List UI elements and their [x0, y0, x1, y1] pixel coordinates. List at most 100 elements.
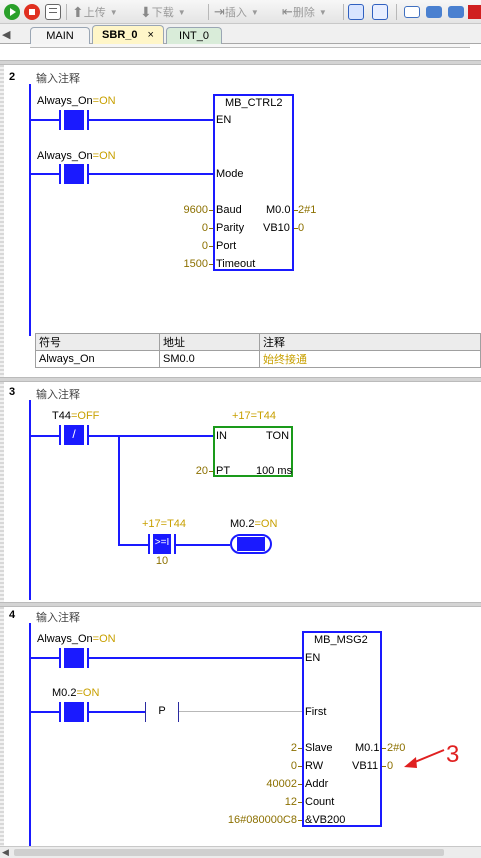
upload-icon: ⬆ — [72, 3, 84, 20]
ladder-editor[interactable]: 2 输入注释 Always_On=ON Always_On=ON MB_CTRL… — [0, 44, 481, 846]
mb-msg2-block[interactable] — [302, 631, 382, 827]
baud-value[interactable]: 9600 — [183, 204, 208, 216]
pin-baud: Baud — [216, 204, 242, 216]
pin-addr: Addr — [305, 778, 329, 790]
network-view-icon[interactable] — [348, 3, 364, 21]
close-icon[interactable]: × — [147, 29, 154, 41]
scrollbar-thumb[interactable] — [14, 849, 444, 856]
network-number: 2 — [9, 71, 16, 83]
pin-first: First — [305, 706, 327, 718]
network-number: 3 — [9, 386, 16, 398]
contact-always-on[interactable] — [59, 648, 89, 668]
contact-label: Always_On=ON — [37, 95, 116, 107]
pin-parity: Parity — [216, 222, 245, 234]
insert-icon: ⇥ — [214, 4, 225, 19]
contact-always-on[interactable] — [59, 164, 89, 184]
insert-button[interactable]: ⇥ 插入 ▼ — [214, 3, 259, 21]
ton-timer-block[interactable] — [213, 426, 293, 477]
tab-int0[interactable]: INT_0 — [166, 27, 222, 44]
insert-label: 插入 — [224, 7, 247, 19]
pin-rw: RW — [305, 760, 324, 772]
rw-value[interactable]: 0 — [290, 760, 297, 772]
timer-resolution: 100 ms — [256, 465, 293, 477]
contact-label: M0.2=ON — [52, 687, 100, 699]
toolbar: ⬆ 上传 ▼ ⬇ 下载 ▼ ⇥ 插入 ▼ ⇤ 删除 ▼ — [0, 0, 481, 24]
delete-label: 删除 — [292, 7, 315, 19]
tab-sbr0[interactable]: SBR_0 × — [92, 25, 164, 44]
pin-pt: PT — [216, 465, 231, 477]
pin-en: EN — [305, 652, 321, 664]
count-value[interactable]: 12 — [284, 796, 297, 808]
annotation-number: 3 — [446, 741, 460, 768]
contact-t44-nc[interactable]: / — [59, 425, 89, 445]
m01-value[interactable]: 2#0 — [387, 742, 406, 754]
download-button[interactable]: ⬇ 下载 ▼ — [140, 3, 186, 21]
contact-always-on[interactable] — [59, 110, 89, 130]
next-bookmark-icon[interactable] — [448, 3, 464, 21]
addr-value[interactable]: 40002 — [266, 778, 297, 790]
tab-label: INT_0 — [179, 30, 209, 42]
tab-bar: ◀ MAIN SBR_0 × INT_0 — [0, 24, 481, 44]
pin-vb11: VB11 — [352, 760, 379, 772]
contact-m02[interactable] — [59, 702, 89, 722]
delete-button[interactable]: ⇤ 删除 ▼ — [282, 3, 327, 21]
stop-icon[interactable] — [24, 3, 40, 21]
compile-icon[interactable] — [45, 3, 61, 21]
bookmark-icon[interactable] — [404, 3, 420, 21]
block-title: MB_CTRL2 — [225, 97, 283, 109]
pin-in: IN — [216, 430, 227, 442]
address-cell: SM0.0 — [159, 350, 260, 368]
port-value[interactable]: 0 — [201, 240, 208, 252]
power-rail — [29, 400, 31, 600]
chevron-down-icon: ▼ — [318, 7, 327, 17]
run-icon[interactable] — [4, 3, 20, 21]
vb11-value[interactable]: 0 — [387, 760, 394, 772]
contact-label: T44=OFF — [52, 410, 100, 422]
m00-value[interactable]: 2#1 — [298, 204, 317, 216]
chevron-down-icon: ▼ — [250, 7, 259, 17]
p-edge-contact[interactable]: P — [145, 702, 179, 722]
upload-button[interactable]: ⬆ 上传 ▼ — [72, 3, 118, 21]
upload-label: 上传 — [83, 7, 106, 19]
table-row: Always_On SM0.0 始终接通 — [35, 350, 481, 368]
network-comment[interactable]: 输入注释 — [36, 389, 80, 401]
network-number: 4 — [9, 609, 16, 621]
compare-contact[interactable]: >=I — [148, 534, 176, 554]
vb10-value[interactable]: 0 — [298, 222, 305, 234]
prev-bookmark-icon[interactable] — [426, 3, 442, 21]
block-title: MB_MSG2 — [314, 634, 368, 646]
tab-main[interactable]: MAIN — [30, 27, 90, 44]
pt-value[interactable]: 20 — [195, 465, 208, 477]
pin-vb10: VB10 — [263, 222, 290, 234]
mb-ctrl2-block[interactable] — [213, 94, 294, 271]
timeout-value[interactable]: 1500 — [183, 258, 208, 270]
power-rail — [29, 84, 31, 336]
parity-value[interactable]: 0 — [201, 222, 208, 234]
compare-label: +17=T44 — [142, 518, 187, 530]
coil-label: M0.2=ON — [230, 518, 278, 530]
network-comment[interactable]: 输入注释 — [36, 612, 80, 624]
symbol-view-icon[interactable] — [372, 3, 388, 21]
symbol-table: 符号 地址 注释 Always_On SM0.0 始终接通 — [35, 333, 481, 368]
prev-network-fragment — [30, 44, 470, 48]
horizontal-scrollbar[interactable]: ◀ — [0, 846, 481, 858]
scroll-left-icon[interactable]: ◀ — [2, 29, 11, 41]
network-comment[interactable]: 输入注释 — [36, 73, 80, 85]
symbol-cell: Always_On — [35, 350, 160, 368]
data-ptr-value[interactable]: 16#080000C8 — [227, 814, 297, 826]
compare-value[interactable]: 10 — [155, 555, 169, 567]
contact-label: Always_On=ON — [37, 633, 116, 645]
annotation-arrow-icon — [404, 749, 445, 768]
pin-m01: M0.1 — [355, 742, 380, 754]
coil-m02[interactable] — [230, 534, 272, 554]
pin-count: Count — [305, 796, 335, 808]
col-symbol: 符号 — [35, 333, 160, 351]
chevron-down-icon: ▼ — [109, 7, 118, 17]
pin-data-ptr: &VB200 — [305, 814, 346, 826]
pin-slave: Slave — [305, 742, 333, 754]
tab-label: MAIN — [46, 30, 74, 42]
scroll-left-icon[interactable]: ◀ — [2, 847, 9, 857]
clear-bookmarks-icon[interactable] — [468, 3, 481, 21]
timer-label: +17=T44 — [232, 410, 277, 422]
slave-value[interactable]: 2 — [290, 742, 297, 754]
